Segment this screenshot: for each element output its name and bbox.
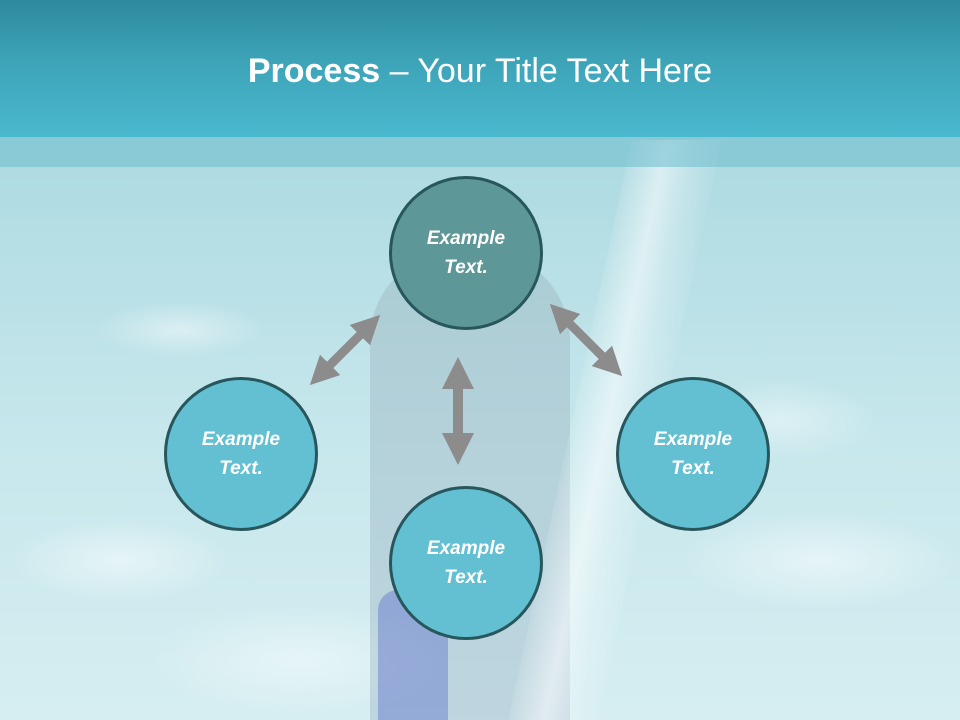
node-text-line2: Text. (219, 458, 263, 479)
title-regular-part: – Your Title Text Here (380, 52, 713, 90)
title-bar (0, 0, 960, 137)
title-bold-part: Process (247, 52, 381, 90)
arrow-top-right (549, 303, 623, 377)
node-text-line1: Example (201, 429, 281, 450)
arrow-top-left (309, 314, 381, 386)
title-bar-band (0, 137, 960, 167)
process-node-bottom[interactable]: Example Text. (389, 486, 543, 640)
node-text-line2: Text. (671, 458, 715, 479)
node-text-line1: Example (426, 228, 506, 249)
node-text-line2: Text. (444, 567, 488, 588)
node-text-line1: Example (653, 429, 733, 450)
slide-title[interactable]: Process – Your Title Text Here (0, 52, 960, 91)
process-node-top[interactable]: Example Text. (389, 176, 543, 330)
process-node-left[interactable]: Example Text. (164, 377, 318, 531)
node-text-line2: Text. (444, 257, 488, 278)
node-text-line1: Example (426, 538, 506, 559)
process-node-right[interactable]: Example Text. (616, 377, 770, 531)
